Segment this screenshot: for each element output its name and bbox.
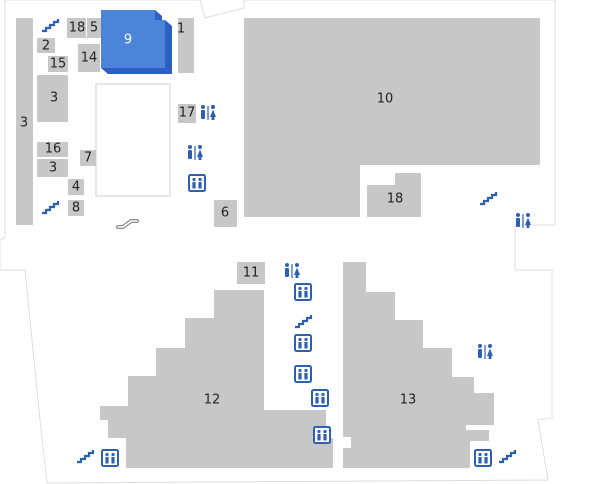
room-4[interactable] bbox=[68, 179, 84, 195]
room-label: 18 bbox=[387, 192, 404, 207]
room-label: 18 bbox=[69, 21, 86, 36]
elevator-icon[interactable] bbox=[313, 426, 331, 444]
room-14[interactable] bbox=[78, 44, 100, 72]
room-label: 10 bbox=[377, 92, 394, 107]
room-6[interactable] bbox=[214, 200, 237, 227]
room-label: 9 bbox=[124, 33, 132, 48]
room-label: 8 bbox=[72, 201, 80, 216]
room-label: 6 bbox=[221, 206, 229, 221]
room-3-lower[interactable] bbox=[37, 159, 68, 177]
room-label: 5 bbox=[90, 21, 98, 36]
restroom-icon[interactable] bbox=[516, 213, 531, 228]
room-label: 3 bbox=[20, 116, 28, 131]
room-label: 17 bbox=[179, 106, 196, 121]
elevator-icon[interactable] bbox=[294, 365, 312, 383]
room-8[interactable] bbox=[68, 200, 84, 216]
room-label: 14 bbox=[81, 51, 98, 66]
restroom-icon[interactable] bbox=[285, 263, 300, 278]
room-18-top[interactable] bbox=[67, 18, 86, 38]
elevator-icon[interactable] bbox=[294, 283, 312, 301]
atrium bbox=[95, 83, 171, 197]
room-label: 2 bbox=[42, 39, 50, 54]
room-label: 1 bbox=[177, 22, 185, 37]
room-label: 16 bbox=[45, 142, 62, 157]
room-label: 13 bbox=[400, 393, 417, 408]
room-label: 4 bbox=[72, 180, 80, 195]
elevator-icon[interactable] bbox=[294, 334, 312, 352]
room-label: 15 bbox=[50, 57, 67, 72]
room-3-upper[interactable] bbox=[37, 75, 68, 122]
room-1[interactable] bbox=[178, 18, 194, 73]
room-12[interactable] bbox=[100, 290, 333, 468]
room-10[interactable] bbox=[244, 18, 540, 217]
room-18-right[interactable] bbox=[367, 173, 421, 217]
elevator-icon[interactable] bbox=[188, 174, 206, 192]
room-15[interactable] bbox=[48, 56, 68, 72]
room-label: 3 bbox=[50, 91, 58, 106]
room-3-left-strip[interactable] bbox=[16, 18, 33, 225]
room-label: 11 bbox=[243, 266, 260, 281]
restroom-icon[interactable] bbox=[478, 344, 493, 359]
restroom-icon[interactable] bbox=[201, 105, 216, 120]
room-label: 12 bbox=[204, 393, 221, 408]
room-label: 3 bbox=[49, 161, 57, 176]
room-label: 7 bbox=[84, 151, 92, 166]
room-2[interactable] bbox=[37, 38, 55, 53]
room-5[interactable] bbox=[87, 18, 101, 38]
elevator-icon[interactable] bbox=[101, 449, 119, 467]
elevator-icon[interactable] bbox=[474, 449, 492, 467]
room-11[interactable] bbox=[237, 262, 265, 284]
restroom-icon[interactable] bbox=[188, 145, 203, 160]
elevator-icon[interactable] bbox=[311, 389, 329, 407]
room-13[interactable] bbox=[343, 262, 494, 468]
room-17[interactable] bbox=[178, 104, 196, 123]
room-7[interactable] bbox=[80, 150, 96, 166]
room-16[interactable] bbox=[37, 142, 68, 157]
room-9-highlighted[interactable] bbox=[101, 10, 172, 74]
